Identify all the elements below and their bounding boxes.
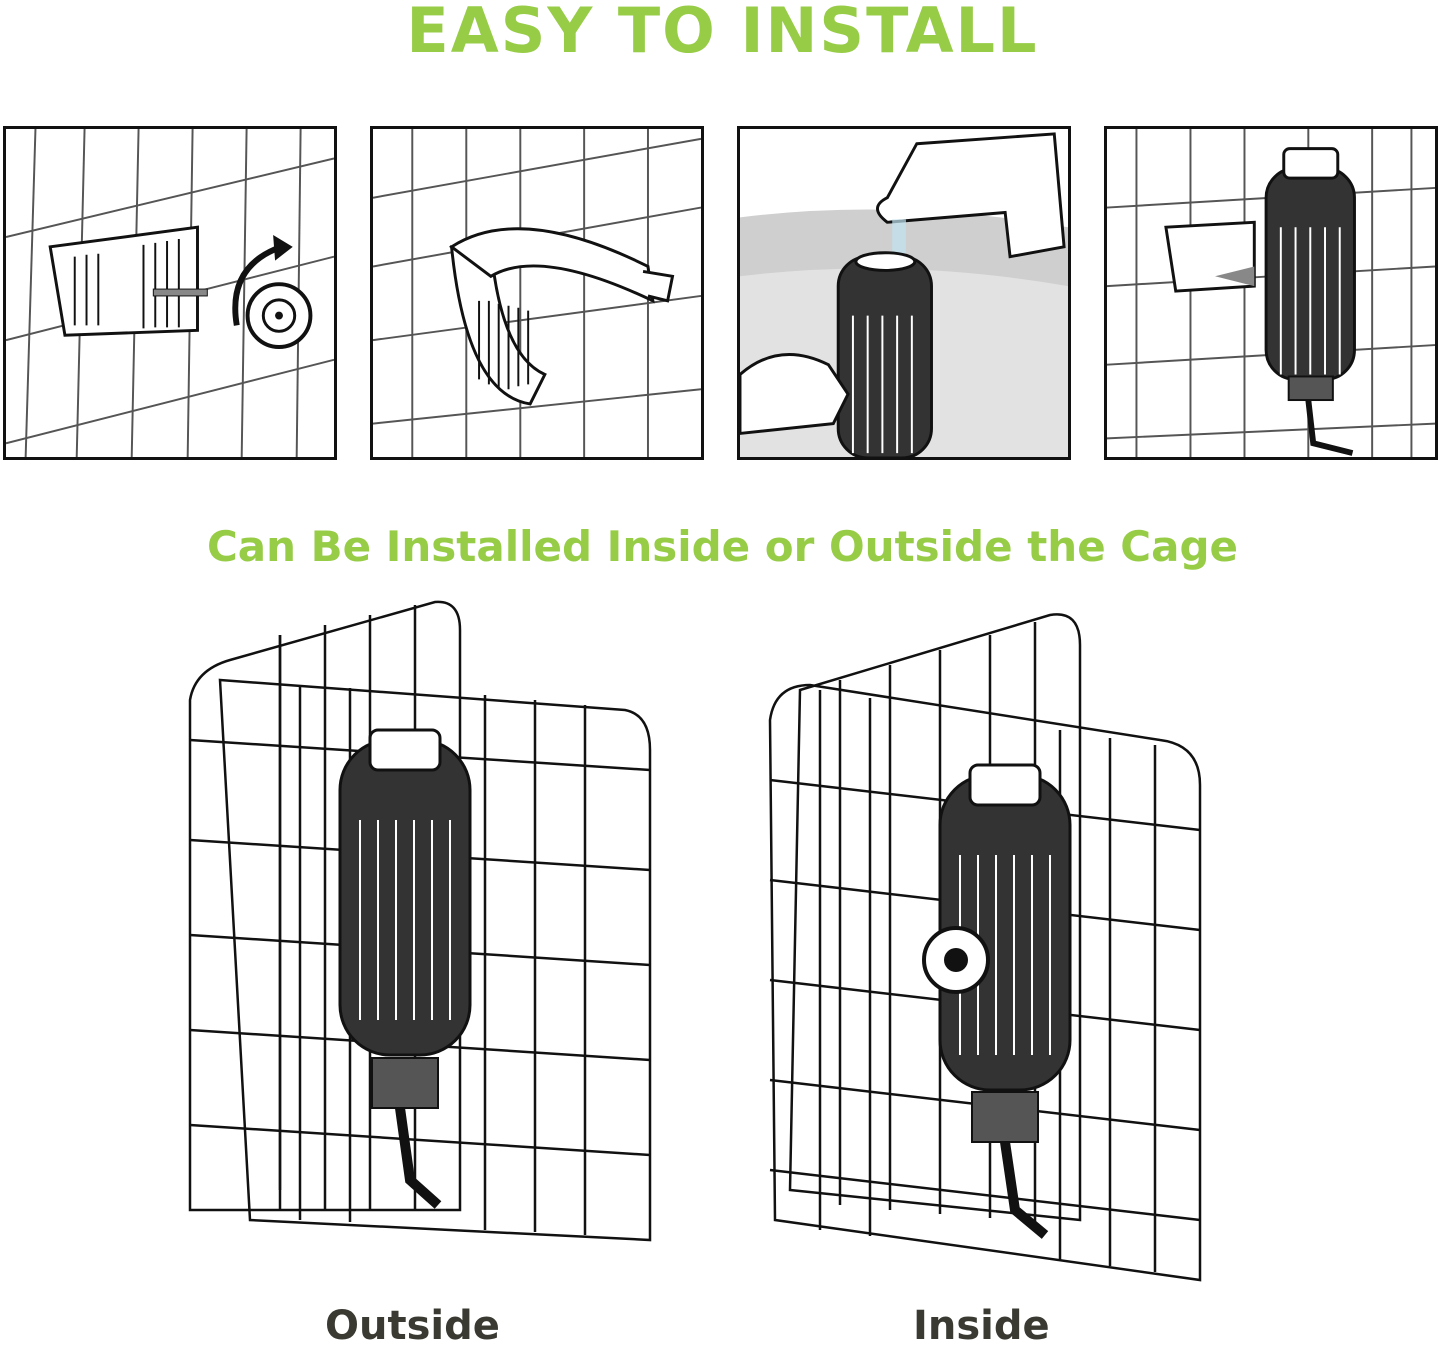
insert-bottle-into-bracket-icon	[1107, 129, 1435, 457]
section-subtitle: Can Be Installed Inside or Outside the C…	[206, 522, 1239, 571]
clamp-and-knob-icon	[6, 129, 334, 457]
step-2-panel	[370, 126, 704, 460]
inside-label: Inside	[913, 1303, 1050, 1349]
step-4-panel	[1104, 126, 1438, 460]
page-title: EASY TO INSTALL	[406, 0, 1039, 67]
step-1-panel	[3, 126, 337, 460]
bottle-inside-cage-icon	[768, 613, 1202, 1282]
inside-view	[760, 590, 1280, 1290]
bottle-outside-cage-icon	[188, 600, 652, 1242]
outside-view	[180, 590, 700, 1290]
step-3-panel	[737, 126, 1071, 460]
bracket-on-cage-icon	[373, 129, 701, 457]
fill-bottle-at-faucet-icon	[740, 132, 1068, 457]
outside-label: Outside	[325, 1303, 500, 1349]
